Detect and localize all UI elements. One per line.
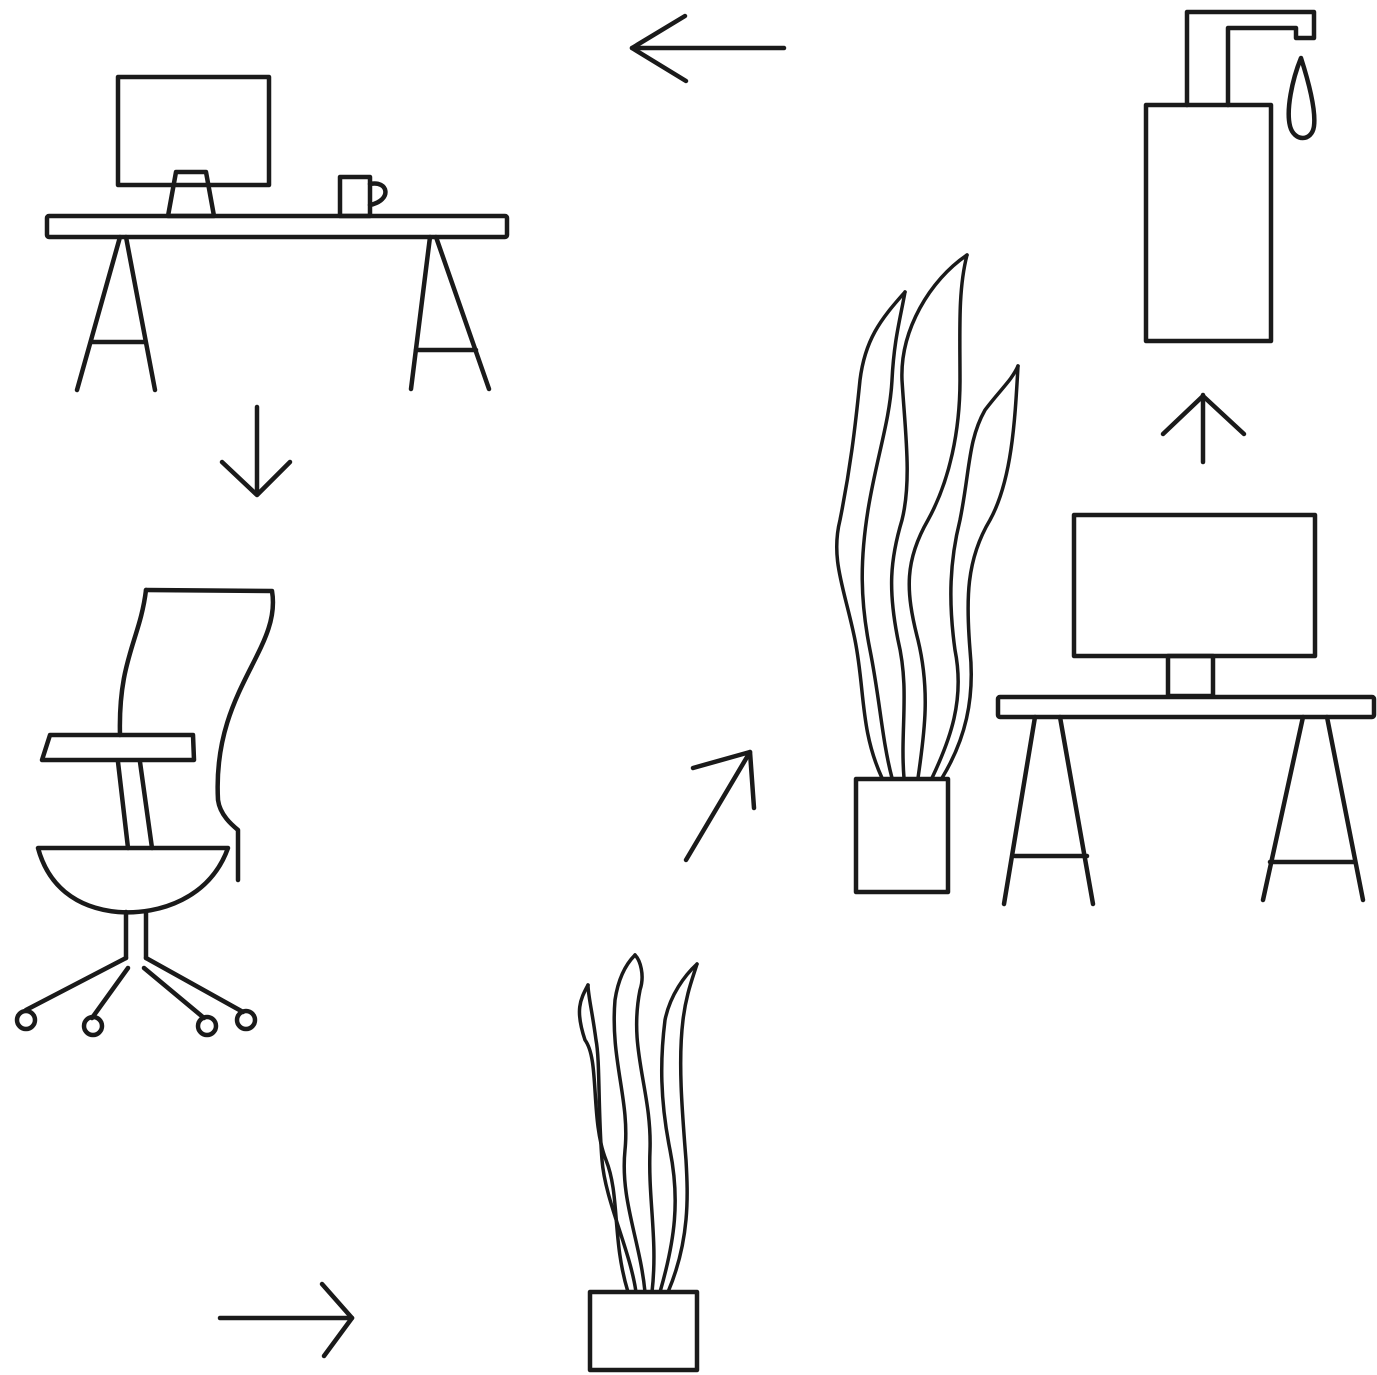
arrow-down-icon	[222, 407, 290, 495]
desk-icon	[47, 77, 507, 390]
potted-plant-icon	[579, 955, 697, 1370]
soap-dispenser-icon	[1146, 12, 1314, 341]
trestle-leg	[411, 237, 489, 389]
monitor-icon	[118, 77, 269, 216]
office-chair-icon	[17, 590, 273, 1035]
monitor-icon	[1074, 515, 1315, 696]
trestle-leg	[1004, 717, 1093, 904]
mug-icon	[340, 177, 385, 216]
arrow-left-icon	[632, 16, 784, 81]
trestle-leg	[1263, 717, 1363, 900]
arrow-up-icon	[1163, 395, 1244, 462]
desk-icon	[998, 515, 1374, 904]
potted-plant-icon	[837, 255, 1018, 892]
trestle-leg	[77, 237, 155, 390]
arrow-up-right-icon	[686, 752, 754, 860]
arrow-right-icon	[220, 1284, 352, 1356]
